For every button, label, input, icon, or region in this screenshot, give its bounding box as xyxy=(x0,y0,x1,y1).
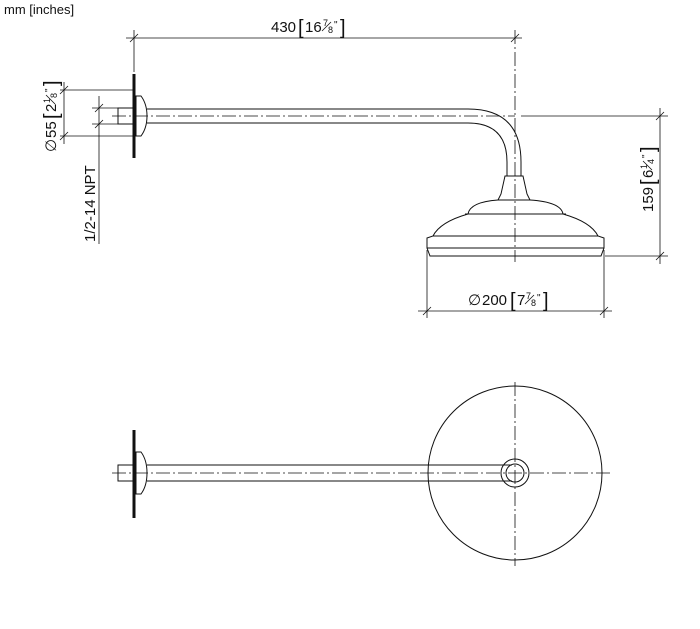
svg-text:1: 1 xyxy=(42,98,52,103)
svg-text:2: 2 xyxy=(43,104,60,112)
side-view xyxy=(112,30,605,262)
svg-text:159: 159 xyxy=(640,187,657,212)
label-thread: 1/2-14 NPT xyxy=(82,165,99,242)
shower-head xyxy=(426,199,605,249)
svg-text:16: 16 xyxy=(305,19,322,36)
svg-text:55: 55 xyxy=(43,121,60,138)
svg-text:[: [ xyxy=(298,17,304,39)
svg-text:": " xyxy=(44,88,55,92)
dimension-flange-diameter xyxy=(59,82,134,144)
label-head-diameter: ∅ 200 [ 7 7 8 " ] xyxy=(468,290,549,312)
svg-text:]: ] xyxy=(340,17,346,39)
svg-text:[: [ xyxy=(41,113,63,119)
svg-text:[: [ xyxy=(638,179,660,185)
svg-text:430: 430 xyxy=(271,19,296,36)
svg-text:∅: ∅ xyxy=(468,292,481,309)
dimension-height xyxy=(521,108,668,264)
dimension-arm-length xyxy=(126,30,522,72)
dimension-thread xyxy=(92,96,118,244)
svg-text:6: 6 xyxy=(640,170,657,178)
svg-text:": " xyxy=(641,154,652,158)
svg-text:]: ] xyxy=(638,146,660,152)
svg-text:8: 8 xyxy=(49,93,59,98)
units-label: mm [inches] xyxy=(4,2,75,17)
svg-text:7: 7 xyxy=(323,18,328,28)
svg-text:200: 200 xyxy=(482,292,507,309)
svg-text:]: ] xyxy=(41,80,63,86)
svg-text:[: [ xyxy=(510,290,516,312)
head-neck xyxy=(497,175,531,201)
label-height: 159 [ 6 1 4 " ] xyxy=(638,146,660,212)
svg-text:": " xyxy=(334,20,338,31)
svg-text:7: 7 xyxy=(526,291,531,301)
label-arm-length: 430 [ 16 7 8 " ] xyxy=(271,17,346,39)
svg-text:]: ] xyxy=(543,290,549,312)
svg-text:8: 8 xyxy=(531,298,536,308)
top-view xyxy=(112,382,612,566)
svg-text:": " xyxy=(537,293,541,304)
label-flange-diameter: ∅ 55 [ 2 1 8 " ] xyxy=(41,80,63,152)
svg-text:∅: ∅ xyxy=(43,139,60,152)
svg-text:7: 7 xyxy=(517,292,525,309)
shower-arm xyxy=(147,108,522,176)
svg-text:1: 1 xyxy=(639,164,649,169)
svg-text:8: 8 xyxy=(328,25,333,35)
svg-text:4: 4 xyxy=(646,159,656,164)
dimension-head-diameter xyxy=(418,250,612,318)
